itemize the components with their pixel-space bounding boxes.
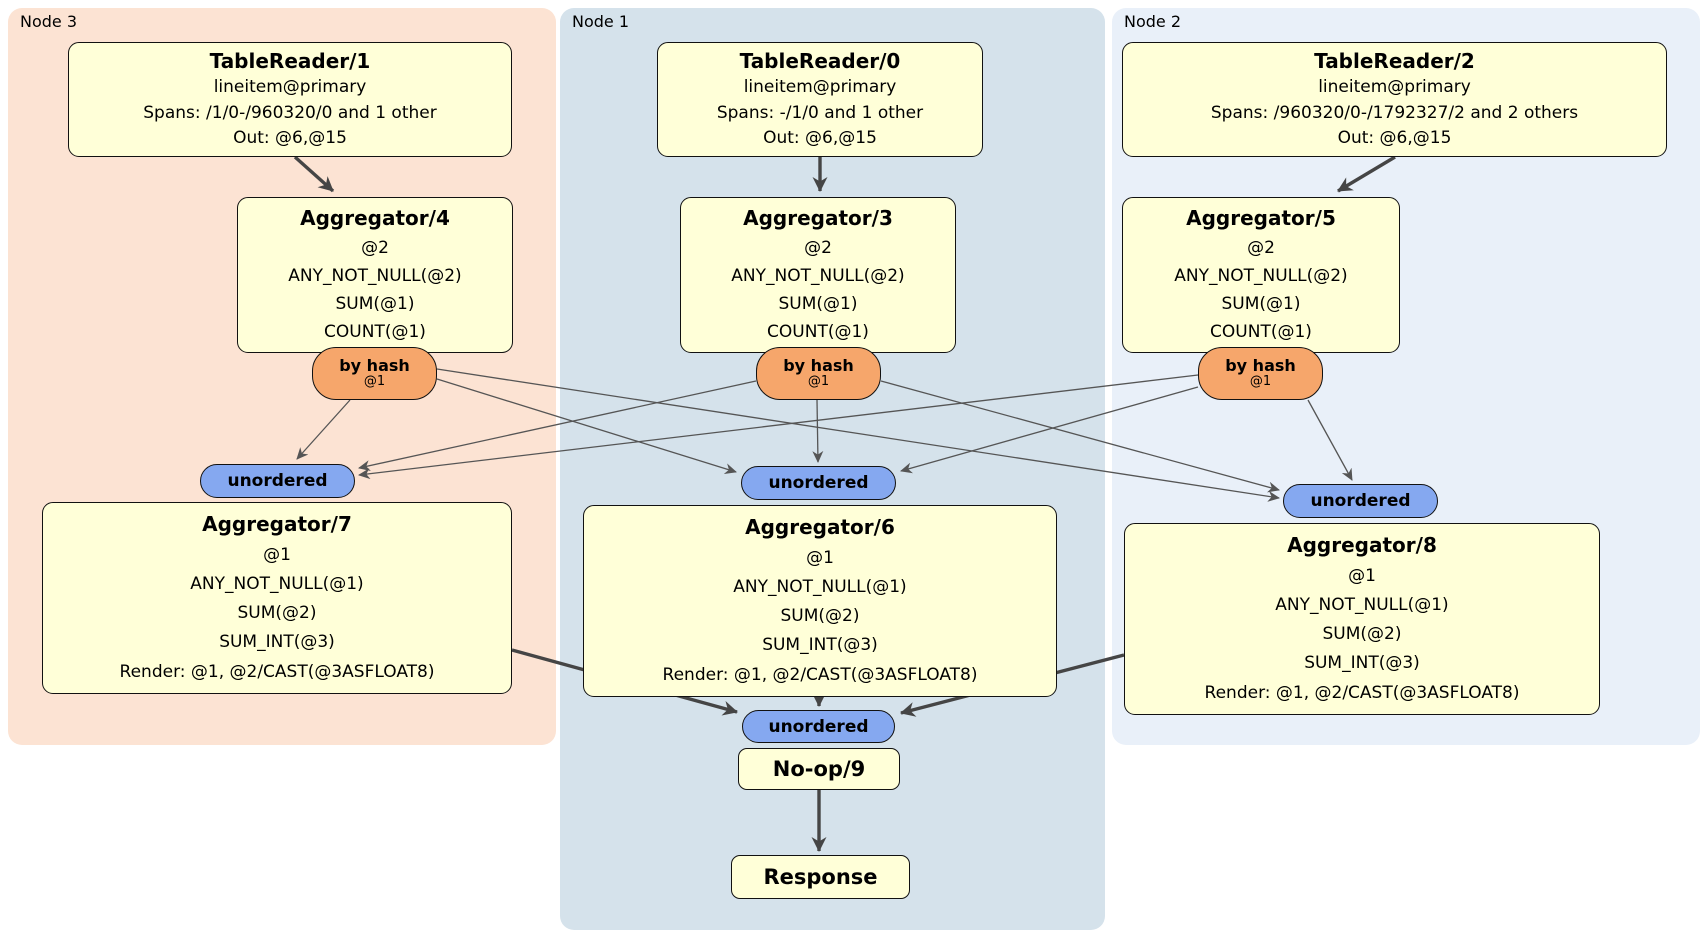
processor-detail: Out: @6,@15 — [233, 128, 347, 149]
processor-detail: @2 — [804, 237, 832, 258]
processor-detail: SUM(@2) — [780, 606, 860, 627]
processor-response: Response — [731, 855, 910, 899]
processor-detail: lineitem@primary — [743, 77, 897, 98]
router-label: by hash — [783, 355, 854, 375]
processor-tablereader-2: TableReader/2 lineitem@primary Spans: /9… — [1122, 42, 1667, 157]
processor-detail: Render: @1, @2/CAST(@3ASFLOAT8) — [662, 664, 978, 685]
router-by-hash-node1: by hash @1 — [756, 347, 881, 400]
processor-title: Aggregator/3 — [743, 206, 893, 231]
edge-byhash-node1-unordered-node3 — [358, 380, 757, 472]
edge-byhash-node2-unordered-node3 — [358, 374, 1199, 480]
processor-tablereader-1: TableReader/1 lineitem@primary Spans: /1… — [68, 42, 512, 157]
processor-detail: SUM(@1) — [335, 293, 415, 314]
edge-byhash-node2-unordered-node1 — [900, 386, 1199, 474]
processor-noop-9: No-op/9 — [738, 748, 900, 790]
processor-detail: Spans: /1/0-/960320/0 and 1 other — [143, 102, 437, 123]
processor-aggregator-5: Aggregator/5 @2 ANY_NOT_NULL(@2) SUM(@1)… — [1122, 197, 1400, 353]
processor-title: Aggregator/4 — [300, 206, 450, 231]
processor-detail: ANY_NOT_NULL(@2) — [731, 265, 905, 286]
sync-unordered-final: unordered — [742, 710, 895, 743]
edge-byhash-node3-unordered-node2 — [436, 368, 1280, 502]
edge-byhash-node1-unordered-node2 — [880, 380, 1280, 493]
processor-title: Aggregator/6 — [745, 515, 895, 540]
router-label: by hash — [1225, 355, 1296, 375]
processor-detail: Spans: /960320/0-/1792327/2 and 2 others — [1210, 102, 1579, 123]
processor-detail: Render: @1, @2/CAST(@3ASFLOAT8) — [119, 661, 435, 682]
processor-detail: ANY_NOT_NULL(@2) — [288, 265, 462, 286]
edge-byhash-node3-unordered-node3 — [296, 399, 351, 460]
router-detail: @1 — [363, 374, 386, 390]
edge-byhash-node1-unordered-node1 — [812, 399, 824, 463]
processor-title: TableReader/0 — [739, 48, 901, 73]
processor-aggregator-6: Aggregator/6 @1 ANY_NOT_NULL(@1) SUM(@2)… — [583, 505, 1057, 697]
processor-detail: lineitem@primary — [213, 77, 367, 98]
processor-detail: Spans: -/1/0 and 1 other — [716, 102, 924, 123]
processor-detail: ANY_NOT_NULL(@1) — [190, 574, 364, 595]
router-by-hash-node2: by hash @1 — [1198, 347, 1323, 400]
edge-byhash-node3-unordered-node1 — [436, 378, 737, 474]
processor-detail: @2 — [361, 237, 389, 258]
sync-unordered-node1: unordered — [741, 466, 896, 500]
processor-tablereader-0: TableReader/0 lineitem@primary Spans: -/… — [657, 42, 983, 157]
processor-aggregator-8: Aggregator/8 @1 ANY_NOT_NULL(@1) SUM(@2)… — [1124, 523, 1600, 715]
processor-detail: @2 — [1247, 237, 1275, 258]
edge-tablereader2-aggregator5 — [1337, 155, 1396, 193]
processor-detail: SUM(@1) — [1221, 293, 1301, 314]
region-label-node3: Node 3 — [20, 12, 78, 31]
processor-detail: COUNT(@1) — [767, 321, 869, 342]
processor-title: TableReader/2 — [1314, 48, 1475, 73]
processor-detail: @1 — [1348, 565, 1376, 586]
processor-detail: ANY_NOT_NULL(@1) — [1275, 595, 1449, 616]
region-label-node2: Node 2 — [1124, 12, 1182, 31]
processor-detail: SUM_INT(@3) — [1304, 653, 1420, 674]
processor-detail: COUNT(@1) — [1210, 321, 1312, 342]
processor-detail: @1 — [806, 547, 834, 568]
processor-title: Aggregator/7 — [202, 512, 352, 537]
processor-detail: SUM_INT(@3) — [219, 632, 335, 653]
processor-aggregator-4: Aggregator/4 @2 ANY_NOT_NULL(@2) SUM(@1)… — [237, 197, 513, 353]
processor-title: TableReader/1 — [209, 48, 371, 73]
router-detail: @1 — [807, 374, 830, 390]
processor-aggregator-7: Aggregator/7 @1 ANY_NOT_NULL(@1) SUM(@2)… — [42, 502, 512, 694]
sync-unordered-node2: unordered — [1283, 484, 1438, 518]
processor-detail: SUM(@1) — [778, 293, 858, 314]
region-label-node1: Node 1 — [572, 12, 630, 31]
processor-detail: Out: @6,@15 — [1337, 128, 1452, 149]
processor-detail: COUNT(@1) — [324, 321, 426, 342]
processor-detail: SUM_INT(@3) — [762, 635, 878, 656]
processor-aggregator-3: Aggregator/3 @2 ANY_NOT_NULL(@2) SUM(@1)… — [680, 197, 956, 353]
edge-tablereader1-aggregator4 — [293, 155, 335, 193]
processor-detail: SUM(@2) — [1322, 624, 1402, 645]
edge-byhash-node2-unordered-node2 — [1307, 399, 1353, 481]
router-by-hash-node3: by hash @1 — [312, 347, 437, 400]
processor-title: Aggregator/5 — [1186, 206, 1336, 231]
processor-detail: ANY_NOT_NULL(@2) — [1174, 265, 1348, 286]
processor-detail: Render: @1, @2/CAST(@3ASFLOAT8) — [1204, 682, 1520, 703]
processor-detail: SUM(@2) — [237, 603, 317, 624]
sync-unordered-node3: unordered — [200, 464, 355, 498]
processor-detail: ANY_NOT_NULL(@1) — [733, 577, 907, 598]
processor-detail: Out: @6,@15 — [763, 128, 877, 149]
router-detail: @1 — [1249, 374, 1272, 390]
router-label: by hash — [339, 355, 410, 375]
processor-detail: lineitem@primary — [1318, 77, 1471, 98]
processor-title: Aggregator/8 — [1287, 533, 1437, 558]
processor-detail: @1 — [263, 544, 291, 565]
